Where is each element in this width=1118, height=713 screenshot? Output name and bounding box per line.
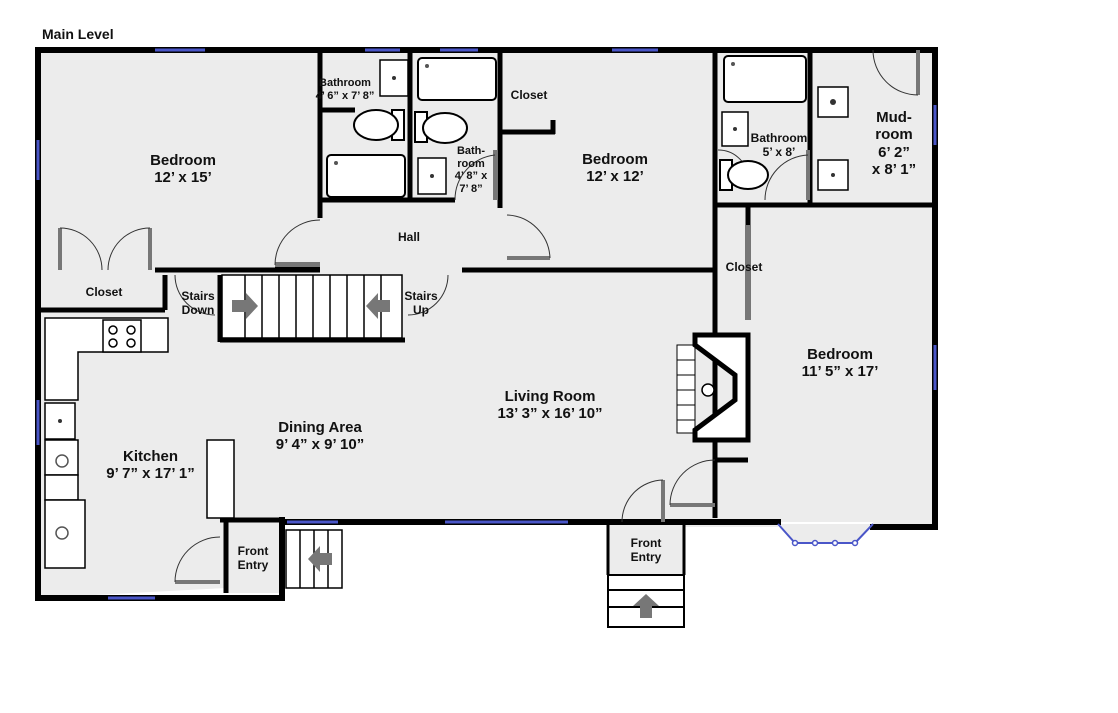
mudroom-size-2: x 8’ 1” (871, 160, 917, 178)
mudroom-label: Mud- room 6’ 2” x 8’ 1” (858, 109, 930, 178)
dining-area-name: Dining Area (278, 419, 362, 436)
closet-n-label: Closet (510, 88, 548, 102)
mudroom-name-2: room (875, 126, 913, 144)
stairs-up-line-2: Up (413, 302, 429, 317)
plan-title: Main Level (42, 26, 114, 42)
dining-area-size: 9’ 4” x 9’ 10” (275, 436, 365, 454)
stairs-up-label: Stairs Up (398, 289, 444, 318)
stairs-down-line-1: Stairs (181, 289, 215, 303)
front-steps-arrow-icon (633, 594, 659, 618)
bedroom-nw-size: 12’ x 15’ (154, 169, 212, 187)
door-stubs (58, 50, 920, 584)
closet-e-label: Closet (725, 260, 763, 274)
floor-area (38, 50, 935, 598)
west-entry-steps (285, 529, 343, 589)
bedroom-n-label: Bedroom 12’ x 12’ (555, 151, 675, 186)
bathroom-1-size: 4’ 6” x 7’ 8” (315, 89, 375, 102)
stairs-up-swing (407, 274, 449, 316)
bathroom-1-name: Bathroom (319, 77, 371, 89)
door-swings (59, 49, 919, 583)
stairs-down-label: Stairs Down (172, 289, 224, 318)
closet-w-label: Closet (85, 285, 123, 299)
bathroom-2-size-1: 4’ 8” x (454, 170, 488, 183)
bathtubs (326, 55, 807, 198)
bathroom-3-size: 5’ x 8’ (762, 144, 796, 159)
stairs-up-line-1: Stairs (404, 289, 438, 303)
living-room-name: Living Room (504, 388, 596, 405)
bay-window-floor (778, 524, 873, 543)
stairs-down-line-2: Down (181, 302, 215, 317)
front-entry-s-line-1: Front (630, 536, 662, 550)
bathroom-2-name-2: room (457, 157, 485, 170)
stairs-down-arrow-icon (232, 293, 258, 319)
living-room-label: Living Room 13’ 3” x 16’ 10” (480, 388, 620, 423)
stairs-up-arrow-icon (366, 293, 390, 319)
bedroom-nw-name: Bedroom (150, 152, 216, 169)
bathroom-2-name-1: Bath- (456, 145, 486, 157)
bathroom-3-name: Bathroom (750, 131, 808, 145)
bedroom-e-size: 11’ 5” x 17’ (801, 363, 879, 381)
front-entry-w-label: Front Entry (228, 544, 278, 573)
sink-drains (58, 76, 836, 423)
stairs-down-swing (174, 274, 216, 316)
windows (36, 48, 937, 600)
stove (102, 319, 142, 353)
front-entry-walls (606, 522, 686, 575)
kitchen-label: Kitchen 9’ 7” x 17’ 1” (88, 448, 213, 483)
mudroom-name-1: Mud- (876, 109, 912, 126)
front-entry-w-line-1: Front (237, 544, 269, 558)
kitchen-appliances (55, 454, 69, 540)
bathroom-1-label: Bathroom 4’ 6” x 7’ 8” (305, 77, 385, 102)
mudroom-size-1: 6’ 2” (878, 143, 910, 161)
bathroom-3-label: Bathroom 5’ x 8’ (744, 131, 814, 160)
west-steps-arrow-icon (308, 546, 332, 572)
bathroom-2-size-2: 7’ 8” (459, 182, 483, 195)
living-room-size: 13’ 3” x 16’ 10” (497, 405, 603, 423)
dining-area-label: Dining Area 9’ 4” x 9’ 10” (255, 419, 385, 454)
bedroom-n-size: 12’ x 12’ (586, 168, 644, 186)
bedroom-n-name: Bedroom (582, 151, 648, 168)
toilets (353, 109, 769, 191)
bathroom-2-label: Bath- room 4’ 8” x 7’ 8” (447, 145, 495, 196)
fireplace (676, 332, 751, 443)
bedroom-e-name: Bedroom (807, 346, 873, 363)
kitchen-size: 9’ 7” x 17’ 1” (106, 465, 195, 483)
front-entry-s-label: Front Entry (618, 536, 674, 565)
hall-label: Hall (397, 230, 420, 244)
front-entry-s-line-2: Entry (630, 549, 662, 564)
kitchen-name: Kitchen (122, 448, 178, 465)
tub-drains (334, 62, 735, 165)
front-entry-w-line-2: Entry (237, 557, 269, 572)
bedroom-e-label: Bedroom 11’ 5” x 17’ (775, 346, 905, 381)
bay-window-mullions (791, 539, 859, 547)
bedroom-nw-label: Bedroom 12’ x 15’ (118, 152, 248, 187)
